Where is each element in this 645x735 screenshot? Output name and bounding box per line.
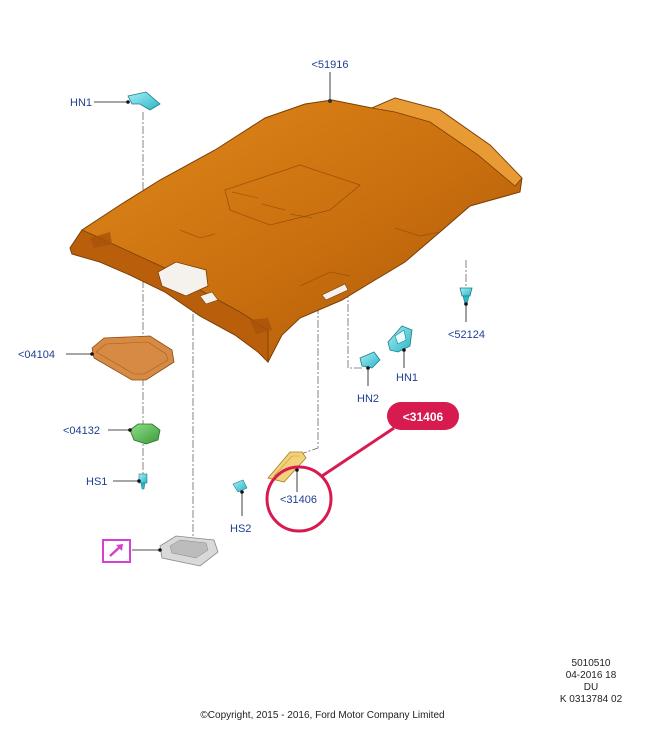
reference-line: DU	[583, 682, 599, 693]
copyright: ©Copyright, 2015 - 2016, Ford Motor Comp…	[200, 710, 445, 721]
label-hs2: HS2	[230, 523, 251, 535]
panel-04104[interactable]	[66, 335, 175, 381]
reference-line: 04-2016 18	[565, 670, 617, 681]
screw-hs1[interactable]	[113, 473, 148, 490]
reference-line: K 0313784 02	[559, 694, 623, 705]
arrow-link-icon[interactable]	[102, 539, 131, 563]
label-52124: <52124	[448, 329, 485, 341]
screw-hs2[interactable]	[232, 479, 248, 516]
highlight-badge[interactable]	[387, 402, 459, 430]
grab-handle-31406[interactable]	[267, 451, 307, 492]
label-hs1: HS1	[86, 476, 107, 488]
label-31406-highlight: <31406	[403, 410, 444, 424]
clip-hn2[interactable]	[359, 351, 381, 386]
part-04132[interactable]	[108, 423, 161, 445]
reference-block: 5010510 04-2016 18 DU K 0313784 02	[551, 658, 631, 706]
label-hn1-top: HN1	[70, 97, 92, 109]
label-hn1-right: HN1	[396, 372, 418, 384]
reference-line: 5010510	[571, 658, 611, 669]
clip-hn1-top[interactable]	[94, 91, 161, 111]
clip-hn1-right[interactable]	[387, 325, 413, 368]
label-headliner: <51916	[311, 59, 348, 71]
fastener-52124[interactable]	[459, 287, 473, 322]
label-04132: <04132	[63, 425, 100, 437]
highlight-callout	[265, 402, 459, 533]
label-31406: <31406	[280, 494, 317, 506]
label-hn2: HN2	[357, 393, 379, 405]
overhead-console[interactable]	[132, 535, 219, 567]
label-04104: <04104	[18, 349, 55, 361]
headliner-panel[interactable]	[69, 97, 523, 363]
leader-lines	[142, 112, 467, 545]
